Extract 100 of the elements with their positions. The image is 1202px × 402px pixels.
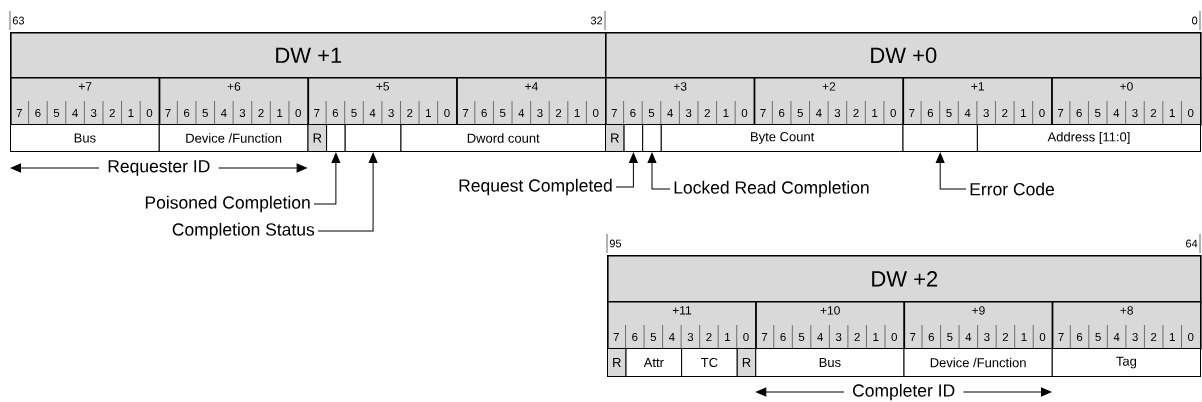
bit-number: 4 [964,109,971,117]
bit-number: 3 [983,108,989,118]
bit-number: 3 [239,108,246,118]
bit-number: 7 [165,109,171,117]
leader-line [935,152,967,190]
bit-number: 7 [462,109,469,117]
bit-number: 0 [1188,332,1194,342]
bit-number: 7 [1058,333,1064,341]
bit-number: 5 [798,333,805,341]
bit-number: 4 [668,333,675,341]
bit-number: 5 [202,109,208,117]
bit-number: 5 [500,109,506,117]
bit-number: 7 [611,109,617,117]
bit-number: 6 [481,108,487,118]
reserved-cell: R [607,348,627,377]
bit-number: 3 [834,108,841,118]
bit-position: 0 [1192,10,1201,31]
bit-number: 3 [388,108,394,118]
field-cell: Tag [1051,348,1201,377]
bit-number: 6 [35,108,41,118]
bit-number: 0 [890,108,896,118]
bit-number: 4 [1113,109,1120,117]
bit-number: 4 [965,333,972,341]
field-cell: Bus [755,348,905,377]
bit-number: 4 [817,333,823,341]
bit-number: 0 [1039,108,1045,118]
bit-position: 64 [1186,233,1201,254]
bit-number: 6 [332,108,339,118]
empty-field-cell [326,124,346,152]
leader-line [313,152,341,205]
leader-line [317,152,378,232]
bit-number: 3 [90,108,97,118]
bit-number: 1 [426,109,431,117]
callout-text: Error Code [970,182,1054,196]
bit-number: 7 [760,109,766,117]
bit-number: 6 [1076,108,1082,118]
bit-number: 5 [1095,109,1101,117]
bit-number: 2 [109,109,115,117]
bit-number: 1 [277,109,283,117]
field-cell: Device /Function [903,348,1053,377]
callout-text: Request Completed [459,178,612,196]
bit-number: 3 [685,108,692,118]
bit-number: 0 [592,108,599,118]
bit-number: 3 [984,332,990,342]
bit-number: 4 [1113,333,1120,341]
bit-number: 2 [407,109,413,117]
bit-number: 0 [743,332,749,342]
bit-number: 1 [723,109,729,117]
bit-number: 6 [632,332,638,342]
dimension-label: Completer ID [853,383,955,401]
bit-number: 7 [909,109,915,117]
bit-number: 2 [1002,109,1008,117]
bit-number: 1 [1021,333,1027,341]
bit-number: 7 [1057,109,1064,117]
bit-number: 1 [872,109,878,117]
bit-number: 0 [1187,108,1194,118]
bit-number: 4 [518,109,525,117]
bit-number: 4 [667,109,673,117]
bit-number: 0 [146,108,153,118]
bit-number: 0 [444,108,450,118]
bit-number: 2 [1150,109,1157,117]
bit-number: 1 [128,109,134,117]
bit-number: 6 [928,332,934,342]
reserved-cell: R [605,124,625,152]
bit-number: 3 [537,108,543,118]
bit-number: 0 [741,108,748,118]
bit-number: 2 [1002,333,1009,341]
bit-number: 1 [1169,333,1175,341]
bit-position: 63 [9,10,25,31]
field-cell: Device /Function [158,124,309,152]
reserved-cell: R [307,124,328,152]
bit-number: 2 [258,109,264,117]
dimension-label: Requester ID [108,160,210,176]
bit-number: 2 [853,109,859,117]
bit-number: 1 [574,109,580,117]
bit-number: 6 [630,108,636,118]
bit-number: 7 [761,333,768,341]
bit-number: 4 [369,109,376,117]
bit-number: 5 [947,333,953,341]
bit-number: 5 [946,109,952,117]
bit-number: 3 [1132,332,1138,342]
bit-number: 1 [725,333,731,341]
bit-position: 32 [590,10,606,31]
bit-number: 7 [16,109,22,117]
empty-field-cell [623,124,644,152]
bit-number: 3 [1132,108,1138,118]
empty-field-cell [642,124,662,152]
bit-number: 2 [1151,333,1157,341]
field-cell: TC [681,348,738,377]
bit-number: 5 [1095,333,1101,341]
bit-number: 0 [1039,332,1046,342]
bit-number: 2 [854,333,860,341]
bit-position: 95 [606,233,622,254]
bit-number: 5 [648,109,655,117]
field-cell: Bus [10,124,160,152]
bit-number: 7 [910,333,916,341]
bit-number: 5 [797,109,803,117]
bit-number: 1 [873,333,879,341]
bit-number: 1 [1169,109,1175,117]
bit-number: 2 [706,333,712,341]
